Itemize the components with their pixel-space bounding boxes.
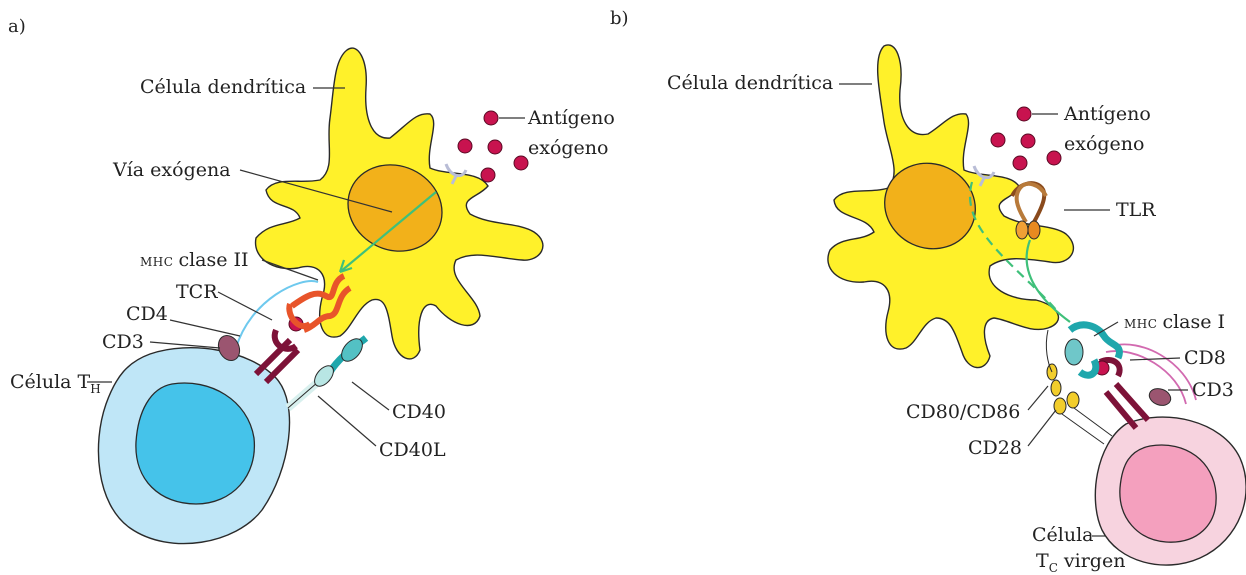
mhc-class-i-molecule bbox=[1065, 325, 1119, 375]
label-antigen-a-2: exógeno bbox=[528, 137, 608, 159]
antigen-dot bbox=[458, 139, 472, 153]
label-th-cell: Célula TH bbox=[10, 371, 101, 396]
cd3-molecule-b bbox=[1147, 386, 1173, 409]
antigen-dot bbox=[481, 168, 495, 182]
label-cd40: CD40 bbox=[392, 401, 446, 423]
cd28-molecule bbox=[1054, 392, 1112, 444]
label-cd80-cd86: CD80/CD86 bbox=[906, 401, 1020, 423]
label-tcr: TCR bbox=[176, 281, 218, 303]
label-cd40l: CD40L bbox=[379, 439, 446, 461]
label-exogenous-pathway: Vía exógena bbox=[112, 159, 231, 181]
label-antigen-b-1: Antígeno bbox=[1063, 103, 1151, 125]
antigen-dot bbox=[1017, 107, 1031, 121]
label-tc-cell-line1: Célula bbox=[1032, 524, 1094, 546]
cd40-molecule bbox=[330, 335, 366, 372]
label-dendritic-cell-a: Célula dendrítica bbox=[140, 76, 306, 98]
label-cd3-b: CD3 bbox=[1192, 379, 1234, 401]
cd80-cd86-molecule bbox=[1046, 330, 1061, 396]
antigen-dot bbox=[484, 111, 498, 125]
antigen-dot bbox=[1047, 151, 1061, 165]
antigen-dot bbox=[1021, 134, 1035, 148]
panel-b: b) bbox=[610, 8, 1246, 575]
label-tc-cell-line2: TC virgen bbox=[1036, 550, 1125, 575]
antigen-dot bbox=[991, 133, 1005, 147]
antigen-dot bbox=[1013, 156, 1027, 170]
antigen-dot bbox=[514, 156, 528, 170]
panel-a-tag: a) bbox=[8, 16, 26, 37]
cd40l-molecule bbox=[288, 362, 337, 408]
label-tlr: TLR bbox=[1116, 199, 1156, 221]
label-cd8: CD8 bbox=[1184, 347, 1226, 369]
label-antigen-b-2: exógeno bbox=[1064, 133, 1144, 155]
label-cd3-a: CD3 bbox=[102, 331, 144, 353]
label-dendritic-cell-b: Célula dendrítica bbox=[667, 72, 833, 94]
antigen-dot bbox=[488, 140, 502, 154]
panel-b-tag: b) bbox=[610, 8, 629, 29]
label-cd4: CD4 bbox=[126, 303, 168, 325]
label-cd28: CD28 bbox=[968, 437, 1022, 459]
label-antigen-a-1: Antígeno bbox=[527, 107, 615, 129]
panel-a: a) bbox=[8, 16, 615, 544]
